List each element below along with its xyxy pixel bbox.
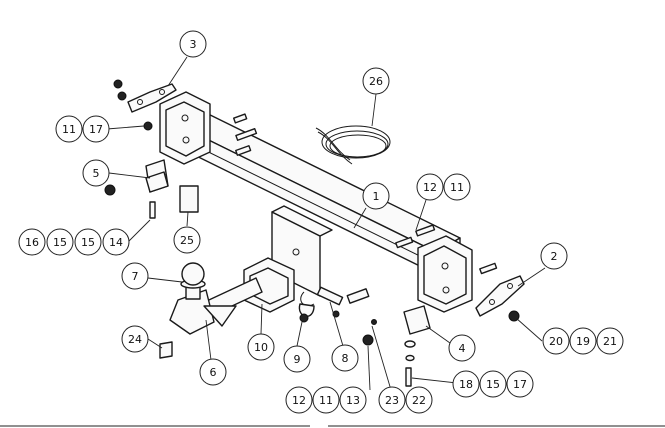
svg-text:8: 8 bbox=[342, 352, 349, 365]
callout-16: 16 bbox=[18, 228, 46, 256]
callout-26: 26 bbox=[362, 67, 390, 95]
left-side-bracket bbox=[127, 83, 177, 113]
svg-text:3: 3 bbox=[190, 38, 197, 51]
callout-8: 8 bbox=[331, 344, 359, 372]
callout-21: 21 bbox=[596, 327, 624, 355]
bolt-set bbox=[149, 113, 498, 387]
svg-text:11: 11 bbox=[450, 181, 464, 194]
nut-set bbox=[104, 79, 520, 362]
svg-text:10: 10 bbox=[254, 341, 268, 354]
callout-22: 22 bbox=[405, 386, 433, 414]
callout-9: 9 bbox=[283, 345, 311, 373]
callout-15-c: 15 bbox=[479, 370, 507, 398]
svg-text:19: 19 bbox=[576, 335, 590, 348]
callout-3: 3 bbox=[179, 30, 207, 58]
callout-15-a: 15 bbox=[46, 228, 74, 256]
svg-text:5: 5 bbox=[93, 167, 100, 180]
svg-text:2: 2 bbox=[551, 250, 558, 263]
callout-24: 24 bbox=[121, 325, 149, 353]
svg-text:22: 22 bbox=[412, 394, 426, 407]
shackle bbox=[298, 303, 315, 323]
right-end-bracket bbox=[417, 235, 473, 313]
left-lower-bracket bbox=[145, 159, 169, 193]
svg-text:24: 24 bbox=[128, 333, 142, 346]
callout-4: 4 bbox=[448, 334, 476, 362]
svg-text:17: 17 bbox=[89, 123, 103, 136]
svg-text:12: 12 bbox=[423, 181, 437, 194]
callout-10: 10 bbox=[247, 333, 275, 361]
callout-1: 1 bbox=[362, 182, 390, 210]
svg-text:6: 6 bbox=[210, 366, 217, 379]
callout-17-right: 17 bbox=[506, 370, 534, 398]
svg-text:13: 13 bbox=[346, 394, 360, 407]
svg-text:9: 9 bbox=[294, 353, 301, 366]
svg-text:23: 23 bbox=[385, 394, 399, 407]
svg-text:11: 11 bbox=[319, 394, 333, 407]
callout-12-top: 12 bbox=[416, 173, 444, 201]
callout-5: 5 bbox=[82, 159, 110, 187]
callout-7: 7 bbox=[121, 262, 149, 290]
svg-text:1: 1 bbox=[373, 190, 380, 203]
right-lower-bracket bbox=[403, 305, 431, 335]
svg-text:14: 14 bbox=[109, 236, 123, 249]
svg-text:25: 25 bbox=[180, 234, 194, 247]
callout-11-bottom: 11 bbox=[312, 386, 340, 414]
callout-23: 23 bbox=[378, 386, 406, 414]
svg-text:16: 16 bbox=[25, 236, 39, 249]
callout-11-top: 11 bbox=[443, 173, 471, 201]
svg-text:17: 17 bbox=[513, 378, 527, 391]
callout-2: 2 bbox=[540, 242, 568, 270]
callout-25: 25 bbox=[173, 226, 201, 254]
callout-18: 18 bbox=[452, 370, 480, 398]
callout-19: 19 bbox=[569, 327, 597, 355]
svg-text:11: 11 bbox=[62, 123, 76, 136]
right-side-bracket bbox=[475, 275, 525, 317]
callout-14: 14 bbox=[102, 228, 130, 256]
plate-25 bbox=[179, 185, 199, 213]
svg-text:12: 12 bbox=[292, 394, 306, 407]
left-end-bracket bbox=[159, 91, 211, 165]
callout-bubbles: 1 2 3 4 5 6 7 8 9 10 11 17 12 11 16 15 1… bbox=[18, 30, 624, 414]
callout-12-bottom: 12 bbox=[285, 386, 313, 414]
callout-17-left: 17 bbox=[82, 115, 110, 143]
callout-11-left: 11 bbox=[55, 115, 83, 143]
svg-text:15: 15 bbox=[486, 378, 500, 391]
callout-15-b: 15 bbox=[74, 228, 102, 256]
svg-text:15: 15 bbox=[53, 236, 67, 249]
svg-text:26: 26 bbox=[369, 75, 383, 88]
svg-text:15: 15 bbox=[81, 236, 95, 249]
plate-24 bbox=[159, 341, 173, 359]
svg-text:7: 7 bbox=[132, 270, 139, 283]
leader-lines bbox=[106, 56, 546, 391]
svg-text:18: 18 bbox=[459, 378, 473, 391]
wiring-cable-coil bbox=[315, 125, 391, 165]
callout-13: 13 bbox=[339, 386, 367, 414]
svg-text:20: 20 bbox=[549, 335, 563, 348]
tow-ball bbox=[180, 262, 206, 300]
svg-text:4: 4 bbox=[459, 342, 466, 355]
callout-6: 6 bbox=[199, 358, 227, 386]
svg-text:21: 21 bbox=[603, 335, 617, 348]
callout-20: 20 bbox=[542, 327, 570, 355]
drawbar bbox=[169, 277, 263, 335]
